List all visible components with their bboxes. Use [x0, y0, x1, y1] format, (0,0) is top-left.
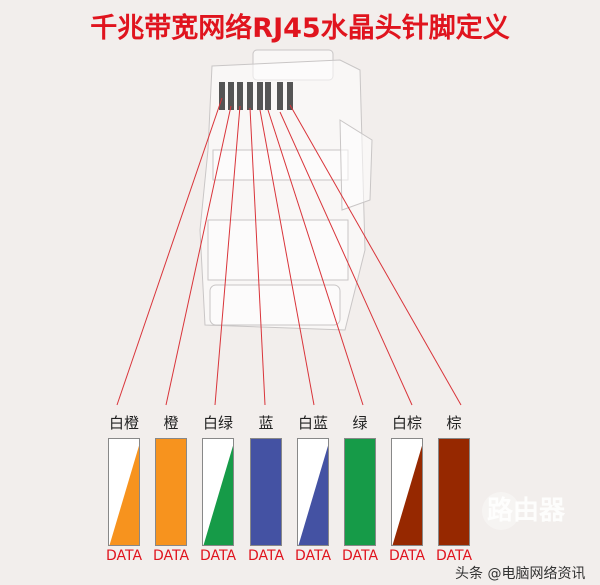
pin-leader-line: [214, 105, 241, 406]
wire-color-swatch: [250, 438, 282, 546]
data-label: DATA: [105, 548, 143, 564]
pin-leader-line: [259, 109, 315, 406]
pin-contact: [247, 82, 253, 110]
watermark-logo-icon: [482, 492, 520, 530]
wire-color-label: 白蓝: [297, 414, 328, 432]
pin-leader-line: [289, 104, 462, 406]
wire-color-label: 蓝: [258, 414, 274, 432]
wire-color-swatch: [155, 438, 187, 546]
pin-contact: [257, 82, 263, 110]
wire-color-swatch: [297, 438, 329, 546]
watermark-text: 头条 @电脑网络资讯: [455, 566, 586, 582]
pin-leader-lines: [116, 97, 462, 406]
wire-color-swatch: [108, 438, 140, 546]
wire-color-swatch: [438, 438, 470, 546]
wire-color-swatch: [202, 438, 234, 546]
wire-stripe: [203, 445, 233, 545]
pin-contact: [265, 82, 271, 110]
watermark-logo: 路由器: [487, 496, 566, 526]
pin-leader-line: [116, 97, 223, 406]
data-label: DATA: [199, 548, 237, 564]
pin-leader-line: [279, 111, 413, 406]
pin-leader-line: [249, 107, 266, 406]
wire-color-label: 棕: [446, 414, 462, 432]
wire-color-label: 白绿: [202, 414, 233, 432]
wire-stripe: [298, 445, 328, 545]
wire-color-label: 橙: [163, 414, 179, 432]
rj45-connector: [199, 49, 373, 331]
wire-stripe: [392, 445, 422, 545]
pin-leader-line: [165, 105, 232, 406]
wire-color-label: 绿: [352, 414, 368, 432]
data-label: DATA: [152, 548, 190, 564]
data-label: DATA: [341, 548, 379, 564]
pin-contact: [237, 82, 243, 110]
page-title: 千兆带宽网络RJ45水晶头针脚定义: [90, 13, 510, 44]
data-label: DATA: [294, 548, 332, 564]
data-label: DATA: [435, 548, 473, 564]
wire-color-swatch: [391, 438, 423, 546]
pin-contact: [219, 82, 225, 110]
wire-color-label: 白棕: [391, 414, 422, 432]
data-label: DATA: [388, 548, 426, 564]
data-label: DATA: [247, 548, 285, 564]
pin-contact: [228, 82, 234, 110]
wire-color-swatch: [344, 438, 376, 546]
connector-pins: [219, 82, 293, 110]
wire-stripe: [109, 445, 139, 545]
pin-contact: [287, 82, 293, 110]
pin-contact: [277, 82, 283, 110]
pin-leader-line: [267, 109, 364, 406]
wire-color-label: 白橙: [108, 414, 139, 432]
